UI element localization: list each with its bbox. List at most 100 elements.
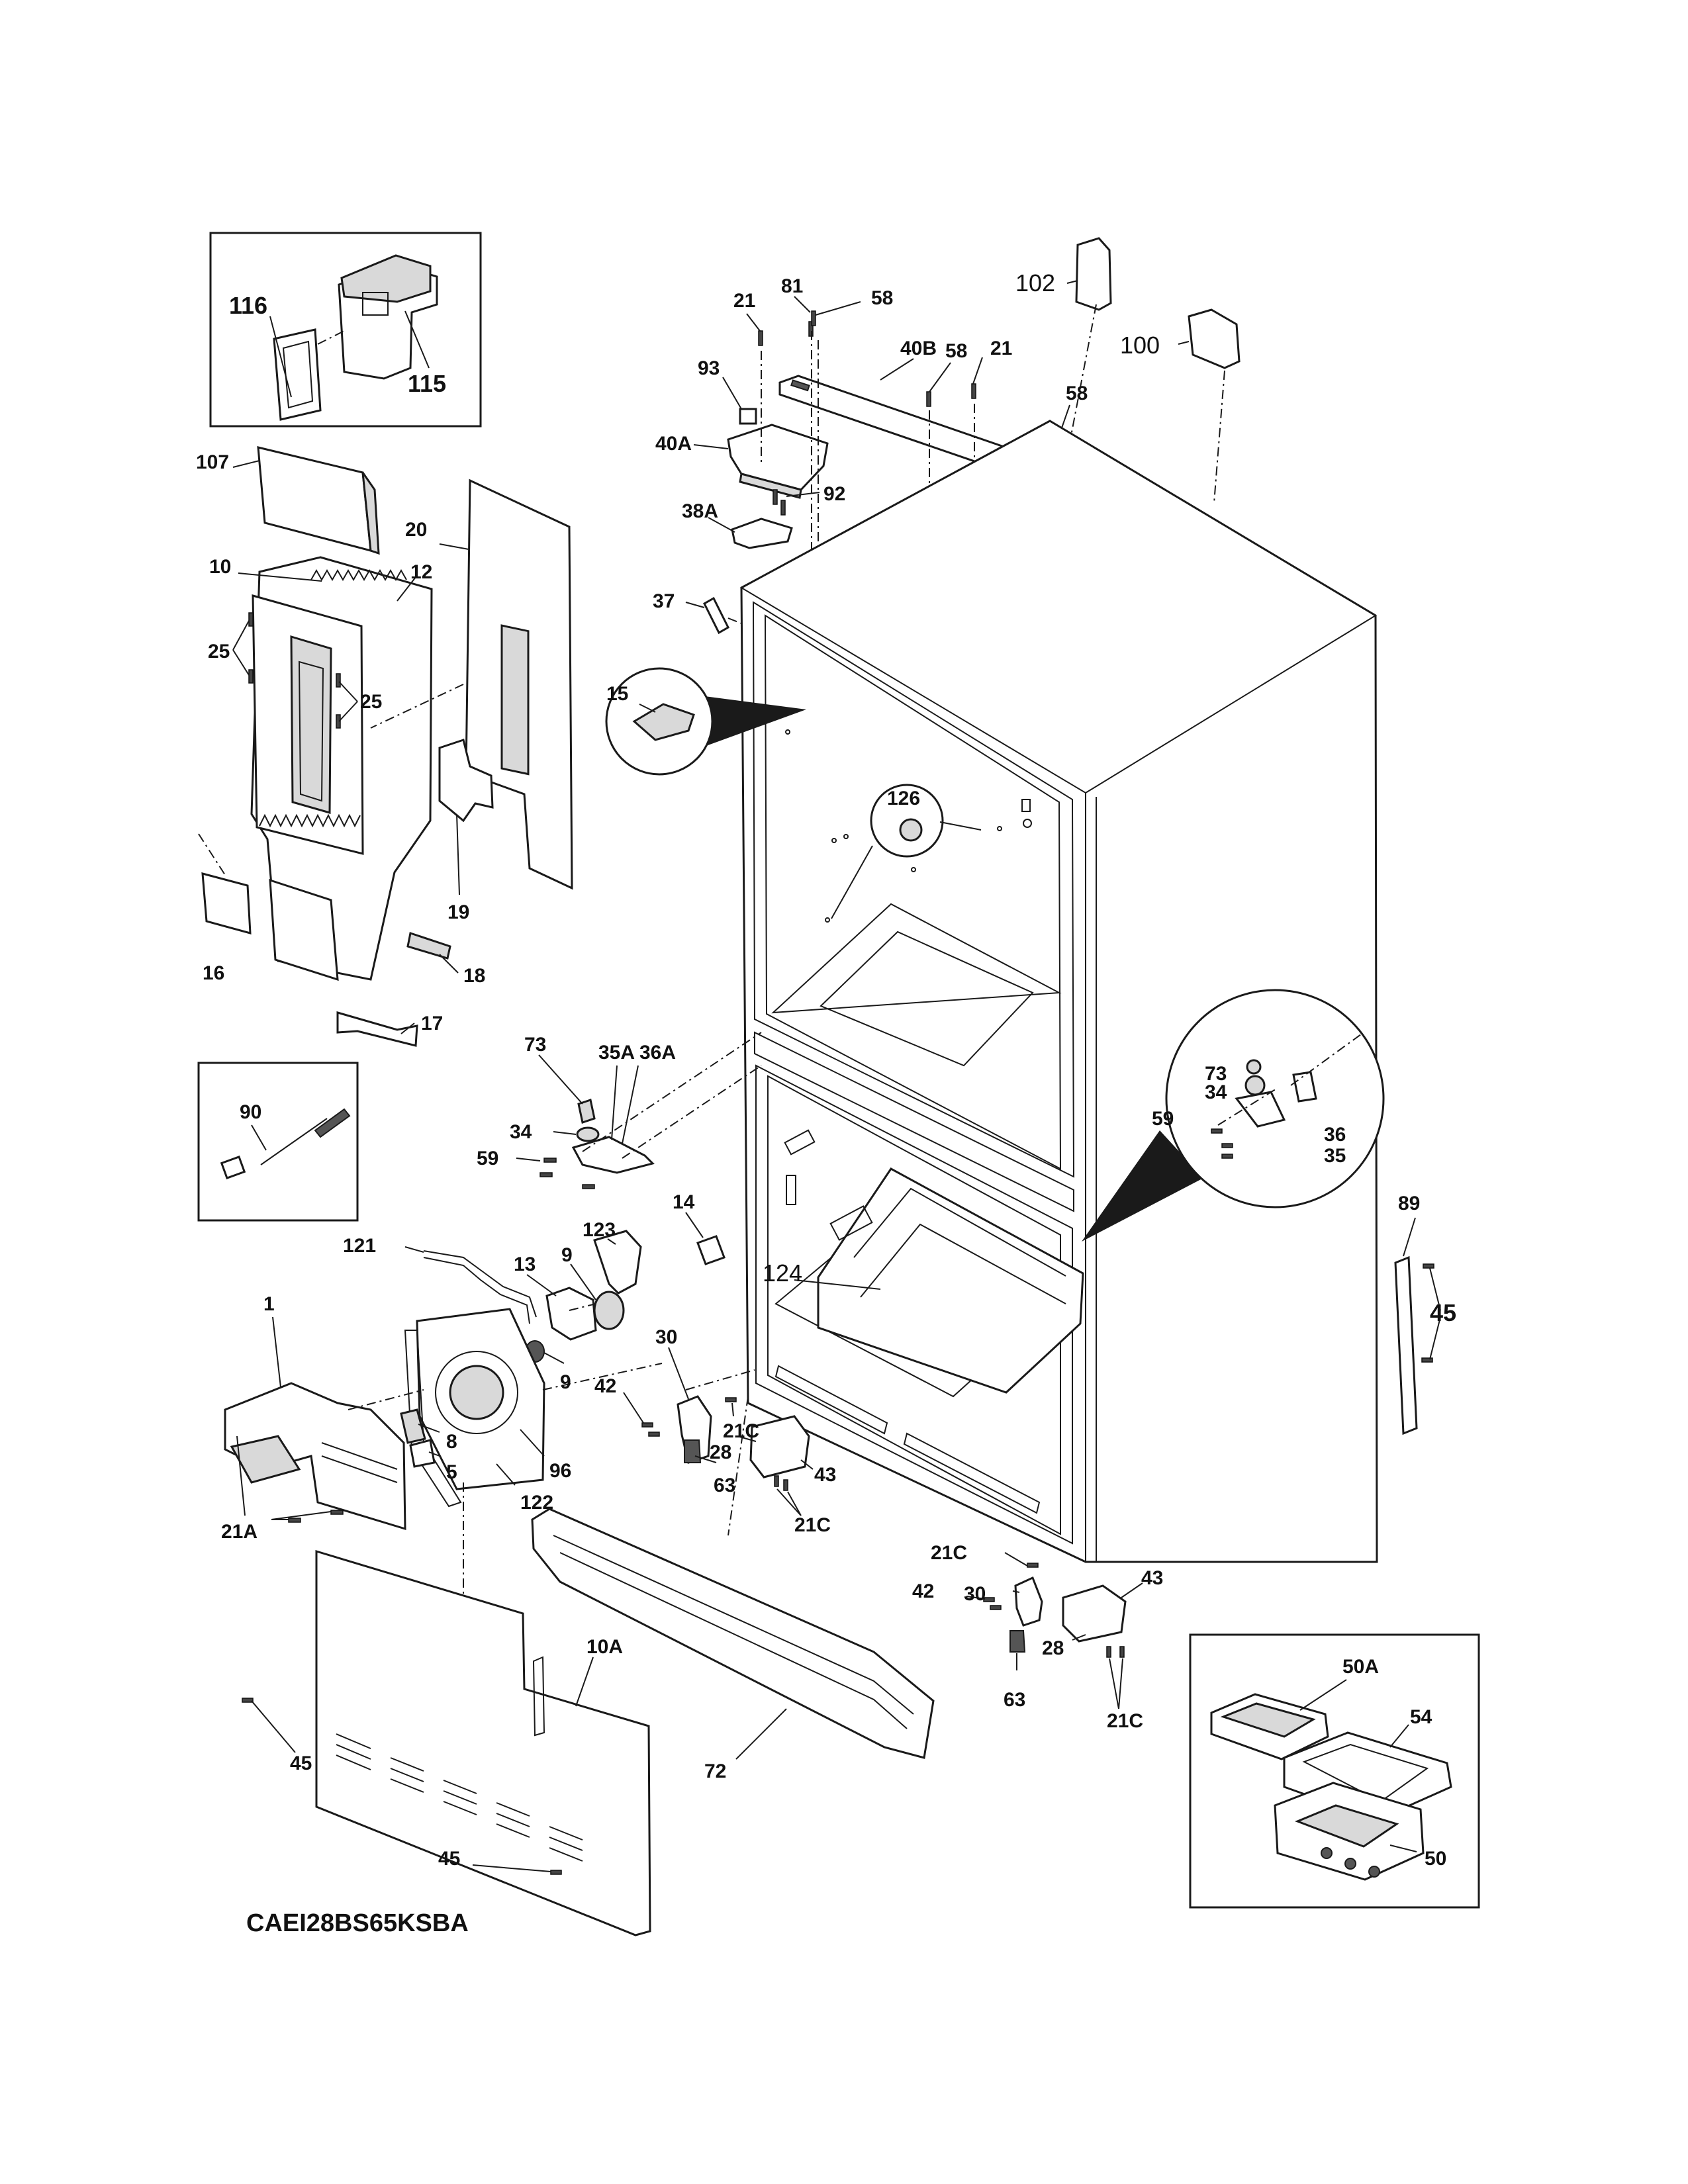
callout-58-a: 58 xyxy=(871,287,893,309)
inset-90: 90 xyxy=(197,1062,359,1222)
part-35A-36A xyxy=(571,1136,655,1174)
callout-58-b: 58 xyxy=(945,340,967,362)
callout-21-a: 21 xyxy=(733,290,755,312)
part-123 xyxy=(593,1230,642,1295)
callout-102: 102 xyxy=(1015,269,1055,296)
part-121 xyxy=(423,1250,537,1318)
callout-30-b: 30 xyxy=(964,1583,986,1605)
inset-90-frame xyxy=(197,1062,359,1222)
callout-45-a: 45 xyxy=(1430,1299,1456,1326)
callout-59-b: 59 xyxy=(1152,1108,1174,1130)
callout-96: 96 xyxy=(549,1460,571,1482)
callout-45-b: 45 xyxy=(290,1752,312,1774)
inset-115-116: 116 115 xyxy=(209,232,482,428)
callout-10A: 10A xyxy=(586,1636,623,1658)
callout-13: 13 xyxy=(514,1253,536,1275)
callout-123: 123 xyxy=(583,1219,616,1241)
bottom-hinge-left: 30 42 21C 28 63 43 21C xyxy=(594,1326,836,1536)
callout-38A: 38A xyxy=(682,500,718,522)
callout-20: 20 xyxy=(405,519,427,541)
callout-21A: 21A xyxy=(221,1521,258,1543)
callout-34-b: 34 xyxy=(1205,1081,1227,1103)
callout-40A: 40A xyxy=(655,433,692,455)
part-102 xyxy=(1075,237,1112,311)
part-19 xyxy=(438,739,494,823)
callout-9-b: 9 xyxy=(560,1371,571,1393)
part-8 xyxy=(400,1408,426,1444)
callout-93-a: 93 xyxy=(698,357,720,379)
center-hinge-parts: 73 35A 36A 34 59 14 124 xyxy=(477,1032,881,1290)
callout-21-b: 21 xyxy=(990,338,1012,359)
cabinet xyxy=(739,420,1378,1563)
part-38A xyxy=(731,518,793,549)
part-93-a xyxy=(739,408,757,425)
callout-54: 54 xyxy=(1410,1706,1432,1728)
zoom-detail-hinge-right: 73 34 59 36 35 xyxy=(1082,989,1385,1242)
callout-116: 116 xyxy=(229,292,267,319)
part-124 xyxy=(817,1167,1084,1394)
part-116-gasket xyxy=(273,328,322,421)
callout-21C-b: 21C xyxy=(794,1514,831,1536)
part-100 xyxy=(1188,308,1241,369)
callout-10: 10 xyxy=(209,556,231,578)
callout-124: 124 xyxy=(763,1259,802,1287)
callout-63-a: 63 xyxy=(714,1475,735,1496)
callout-8: 8 xyxy=(446,1431,457,1453)
part-73-a xyxy=(577,1099,596,1124)
callout-12: 12 xyxy=(410,561,432,583)
bottom-hinge-right: 21C 42 30 43 28 63 21C xyxy=(912,1542,1163,1732)
part-30-b xyxy=(1014,1576,1043,1627)
callout-126: 126 xyxy=(887,788,920,809)
callout-43-b: 43 xyxy=(1141,1567,1163,1589)
callout-43-a: 43 xyxy=(814,1464,836,1486)
callout-73-b: 73 xyxy=(1205,1063,1227,1085)
part-89 xyxy=(1394,1255,1418,1435)
callout-45-c: 45 xyxy=(438,1848,460,1870)
part-40A xyxy=(727,424,829,491)
callout-92-a: 92 xyxy=(823,483,845,505)
callout-36: 36 xyxy=(1324,1124,1346,1146)
callout-25-a: 25 xyxy=(208,641,230,662)
callout-34-a: 34 xyxy=(510,1121,532,1143)
callout-16: 16 xyxy=(203,962,224,984)
part-28-43-a xyxy=(749,1415,810,1479)
part-5 xyxy=(409,1439,436,1468)
callout-37-a: 37 xyxy=(653,590,675,612)
part-13 xyxy=(545,1287,597,1341)
callout-58-c: 58 xyxy=(1066,383,1088,404)
callout-19: 19 xyxy=(447,901,469,923)
callout-21C-c: 21C xyxy=(931,1542,967,1564)
part-37-a xyxy=(703,596,729,635)
part-18 xyxy=(406,932,451,960)
part-63-b xyxy=(1009,1630,1026,1653)
callout-21C-a: 21C xyxy=(723,1420,759,1442)
part-9-a xyxy=(593,1291,625,1330)
callout-35: 35 xyxy=(1324,1145,1346,1167)
callout-36A: 36A xyxy=(639,1042,676,1064)
callout-63-b: 63 xyxy=(1004,1689,1025,1711)
inset-frame xyxy=(209,232,482,428)
inset-50-frame xyxy=(1189,1633,1480,1909)
part-28-43-b xyxy=(1062,1584,1127,1643)
callout-28-a: 28 xyxy=(710,1441,731,1463)
callout-28-b: 28 xyxy=(1042,1637,1064,1659)
lower-panels: 45 45 10A 72 xyxy=(242,1396,935,1936)
callout-50: 50 xyxy=(1425,1848,1446,1870)
callout-25-b: 25 xyxy=(360,691,382,713)
callout-21C-d: 21C xyxy=(1107,1710,1143,1732)
callout-30-a: 30 xyxy=(655,1326,677,1348)
callout-35A: 35A xyxy=(598,1042,635,1064)
callout-59-a: 59 xyxy=(477,1148,498,1169)
callout-115: 115 xyxy=(408,370,446,397)
callout-72: 72 xyxy=(704,1760,726,1782)
part-16 xyxy=(201,872,252,934)
inset-50: 50A 54 50 xyxy=(1189,1633,1480,1909)
fan-assembly: 1 121 13 9 123 9 8 5 96 122 21A xyxy=(221,1219,663,1635)
part-10A xyxy=(315,1549,651,1936)
callout-90: 90 xyxy=(240,1101,261,1123)
callout-17: 17 xyxy=(421,1013,443,1034)
callout-100: 100 xyxy=(1120,332,1160,359)
callout-42-b: 42 xyxy=(912,1580,934,1602)
callout-107: 107 xyxy=(196,451,229,473)
